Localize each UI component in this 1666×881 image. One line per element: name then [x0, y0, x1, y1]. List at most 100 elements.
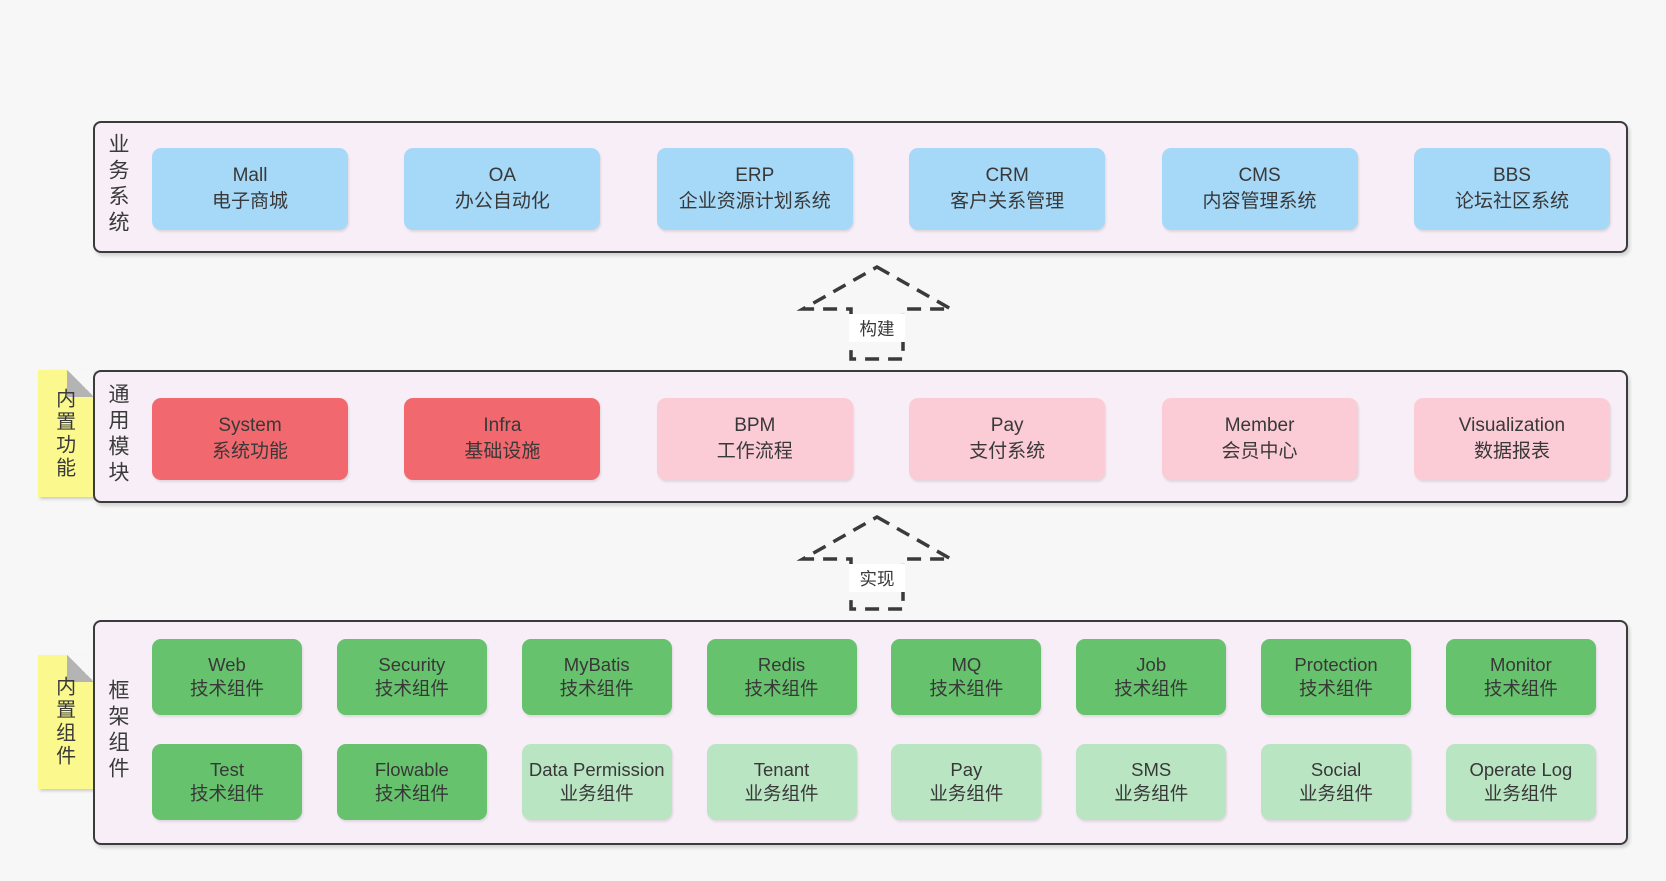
module-name: Operate Log [1469, 759, 1573, 780]
module-name: Data Permission [528, 759, 665, 780]
module-subtitle: 技术组件 [1114, 678, 1189, 699]
arrow-implement-up-icon: 实现 [796, 514, 958, 611]
module-name: Social [1310, 759, 1362, 780]
module-box-system: System 系统功能 [152, 398, 348, 480]
module-box-oa: OA 办公自动化 [404, 148, 601, 230]
module-box-erp: ERP 企业资源计划系统 [656, 148, 853, 230]
module-box-test: Test 技术组件 [152, 744, 302, 820]
module-subtitle: 技术组件 [1483, 678, 1558, 699]
module-name: System [218, 415, 282, 436]
module-name: Protection [1294, 654, 1378, 675]
module-box-protection: Protection 技术组件 [1261, 639, 1412, 715]
module-box-mall: Mall 电子商城 [152, 148, 348, 230]
module-subtitle: 业务组件 [559, 783, 634, 804]
module-name: Test [210, 759, 244, 780]
panel-framework-components-label: 框架组件 [106, 678, 129, 783]
module-name: OA [488, 165, 517, 186]
module-box-web: Web 技术组件 [152, 639, 302, 715]
module-name: Pay [990, 415, 1024, 436]
module-subtitle: 企业资源计划系统 [678, 191, 831, 212]
module-subtitle: 业务组件 [1299, 783, 1374, 804]
module-subtitle: 技术组件 [559, 678, 634, 699]
module-box-crm: CRM 客户关系管理 [909, 148, 1106, 230]
module-name: Redis [757, 654, 806, 675]
module-name: CMS [1238, 165, 1281, 186]
module-subtitle: 业务组件 [744, 783, 819, 804]
common-modules-row: System 系统功能 Infra 基础设施 BPM 工作流程 Pay 支付系统 Member 会… [152, 398, 1610, 480]
module-box-pay: Pay 支付系统 [909, 398, 1106, 480]
module-name: MyBatis [563, 654, 630, 675]
sticky-note-built-in-components: 内置组件 [38, 655, 94, 789]
module-subtitle: 基础设施 [464, 441, 541, 462]
arrow-implement-outline [796, 514, 958, 611]
module-subtitle: 技术组件 [189, 783, 264, 804]
module-box-social: Social 业务组件 [1261, 744, 1412, 820]
module-box-member: Member 会员中心 [1161, 398, 1358, 480]
panel-common-modules-label: 通用模块 [106, 382, 129, 487]
arrow-build-label-bg [849, 314, 905, 342]
module-subtitle: 技术组件 [929, 678, 1004, 699]
arrow-build-outline [796, 264, 958, 361]
module-name: Security [378, 654, 446, 675]
module-box-bbs: BBS 论坛社区系统 [1413, 148, 1610, 230]
module-subtitle: 电子商城 [211, 191, 288, 212]
module-box-job: Job 技术组件 [1076, 639, 1227, 715]
module-box-data-permission: Data Permission 业务组件 [521, 744, 672, 820]
module-box-pay: Pay 业务组件 [891, 744, 1042, 820]
sticky-note-built-in-components-label: 内置组件 [52, 676, 75, 768]
module-subtitle: 技术组件 [1299, 678, 1374, 699]
arrow-build-up-icon: 构建 [796, 264, 958, 361]
module-name: Monitor [1490, 654, 1552, 675]
module-box-flowable: Flowable 技术组件 [336, 744, 487, 820]
module-name: Pay [950, 759, 983, 780]
module-name: Job [1136, 654, 1167, 675]
module-box-mq: MQ 技术组件 [891, 639, 1042, 715]
module-subtitle: 技术组件 [744, 678, 819, 699]
module-subtitle: 工作流程 [716, 441, 793, 462]
module-subtitle: 办公自动化 [454, 191, 550, 212]
module-subtitle: 客户关系管理 [950, 191, 1065, 212]
module-subtitle: 系统功能 [211, 441, 288, 462]
module-subtitle: 论坛社区系统 [1454, 191, 1569, 212]
module-subtitle: 技术组件 [374, 783, 449, 804]
module-name: CRM [985, 165, 1029, 186]
folded-corner-icon [67, 655, 94, 682]
folded-corner-icon [67, 370, 94, 397]
module-subtitle: 技术组件 [189, 678, 264, 699]
module-name: Web [208, 654, 246, 675]
module-name: BBS [1492, 165, 1531, 186]
module-name: Member [1224, 415, 1295, 436]
arrow-implement-label-bg [849, 564, 905, 592]
module-name: Visualization [1458, 415, 1566, 436]
module-name: Mall [232, 165, 268, 186]
module-box-tenant: Tenant 业务组件 [706, 744, 857, 820]
module-name: Flowable [374, 759, 449, 780]
module-name: Tenant [753, 759, 810, 780]
module-name: SMS [1131, 759, 1172, 780]
module-subtitle: 业务组件 [929, 783, 1004, 804]
module-subtitle: 支付系统 [969, 441, 1046, 462]
module-box-redis: Redis 技术组件 [706, 639, 857, 715]
module-box-bpm: BPM 工作流程 [656, 398, 853, 480]
module-box-monitor: Monitor 技术组件 [1445, 639, 1596, 715]
module-name: MQ [951, 654, 982, 675]
module-box-operate-log: Operate Log 业务组件 [1445, 744, 1596, 820]
arrow-implement-label: 实现 [860, 569, 895, 589]
module-subtitle: 会员中心 [1221, 441, 1298, 462]
module-name: ERP [735, 165, 775, 186]
sticky-note-built-in-features-label: 内置功能 [52, 387, 75, 480]
sticky-note-built-in-features: 内置功能 [38, 370, 94, 497]
panel-common-modules: 通用模块 System 系统功能 Infra 基础设施 BPM 工作流程 Pay 支付系统 Me… [93, 370, 1628, 503]
module-subtitle: 业务组件 [1483, 783, 1558, 804]
module-name: BPM [734, 415, 776, 436]
module-name: Infra [483, 415, 522, 436]
module-subtitle: 数据报表 [1473, 441, 1550, 462]
